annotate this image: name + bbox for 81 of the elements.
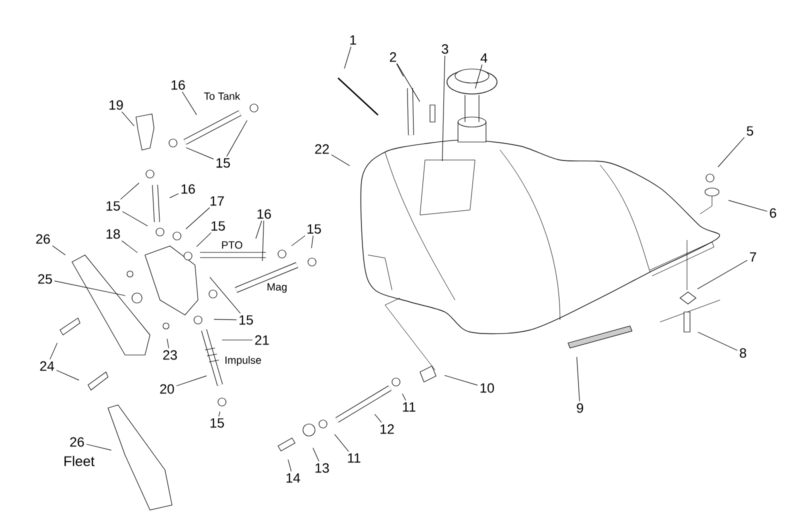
leader-line bbox=[718, 137, 745, 168]
leader-line bbox=[374, 414, 382, 423]
leader-line bbox=[442, 55, 446, 162]
callout-number: 4 bbox=[480, 53, 488, 63]
callout-number: 15 bbox=[216, 158, 230, 168]
part-label: Fleet bbox=[64, 456, 95, 466]
callout-number: 18 bbox=[106, 229, 120, 239]
callout-number: 16 bbox=[172, 80, 185, 90]
callout-number: 11 bbox=[348, 453, 360, 463]
callout-number: 15 bbox=[240, 315, 253, 325]
leader-line bbox=[697, 260, 748, 290]
leader-line bbox=[475, 64, 482, 89]
leader-line bbox=[218, 411, 220, 417]
leader-line bbox=[196, 232, 212, 247]
leader-line bbox=[262, 220, 264, 262]
callout-number: 22 bbox=[315, 144, 329, 154]
leader-line bbox=[256, 220, 262, 239]
leader-line bbox=[56, 370, 80, 380]
callout-number: 24 bbox=[40, 361, 54, 371]
callout-number: 26 bbox=[70, 437, 84, 447]
callout-number: 8 bbox=[740, 348, 746, 358]
callout-number: 25 bbox=[38, 274, 52, 284]
leader-line bbox=[402, 393, 406, 401]
callout-number: 14 bbox=[286, 473, 300, 483]
leader-line bbox=[182, 91, 197, 116]
leader-line bbox=[122, 111, 134, 126]
leader-line bbox=[52, 245, 66, 256]
leader-line bbox=[122, 240, 138, 253]
callout-number: 19 bbox=[110, 100, 123, 110]
callout-number: 10 bbox=[480, 383, 494, 393]
leader-line bbox=[120, 182, 140, 200]
leader-line bbox=[396, 63, 404, 77]
leader-line bbox=[50, 342, 58, 360]
leader-line bbox=[396, 63, 420, 102]
leader-line bbox=[210, 276, 241, 314]
part-label: Mag bbox=[268, 283, 287, 293]
leader-line bbox=[214, 319, 237, 320]
callout-number: 23 bbox=[163, 350, 177, 360]
callout-number: 1 bbox=[350, 35, 356, 45]
leader-line bbox=[186, 147, 214, 160]
callout-number: 20 bbox=[160, 384, 174, 394]
leader-line bbox=[54, 280, 126, 296]
callout-number: 7 bbox=[750, 252, 756, 262]
callout-number: 15 bbox=[106, 201, 120, 211]
callout-number: 12 bbox=[380, 424, 394, 434]
callout-number: 16 bbox=[182, 184, 195, 194]
leader-line bbox=[166, 338, 170, 349]
part-label: PTO bbox=[222, 241, 242, 249]
callout-number: 15 bbox=[212, 221, 225, 231]
callout-number: 21 bbox=[255, 335, 269, 345]
leader-line bbox=[226, 120, 248, 157]
leader-line bbox=[288, 459, 292, 472]
callout-number: 2 bbox=[390, 52, 396, 62]
part-label: To Tank bbox=[204, 92, 240, 100]
callout-number: 6 bbox=[770, 208, 776, 218]
leader-line bbox=[331, 154, 350, 166]
leader-line bbox=[698, 332, 738, 351]
callout-number: 15 bbox=[210, 418, 224, 428]
leader-line bbox=[311, 235, 314, 248]
leader-line bbox=[176, 376, 207, 386]
callout-number: 9 bbox=[576, 403, 584, 413]
callout-number: 26 bbox=[36, 234, 50, 244]
leader-line bbox=[444, 375, 478, 386]
leader-line bbox=[170, 193, 179, 198]
leader-line bbox=[86, 444, 112, 450]
leader-line bbox=[312, 448, 320, 462]
leader-line bbox=[344, 46, 352, 69]
leader-line bbox=[186, 207, 210, 230]
callout-number: 3 bbox=[442, 44, 448, 54]
leader-line bbox=[291, 235, 306, 246]
leader-line bbox=[334, 434, 349, 452]
callout-number: 16 bbox=[258, 209, 271, 219]
part-label: Impulse bbox=[226, 356, 261, 366]
leader-line bbox=[576, 356, 580, 402]
callout-number: 11 bbox=[403, 402, 416, 412]
callout-number: 13 bbox=[316, 463, 329, 473]
callout-number: 15 bbox=[308, 224, 321, 234]
callout-number: 5 bbox=[746, 126, 754, 136]
callout-number: 17 bbox=[210, 196, 224, 206]
leader-line bbox=[728, 200, 768, 212]
leader-line bbox=[122, 211, 148, 226]
